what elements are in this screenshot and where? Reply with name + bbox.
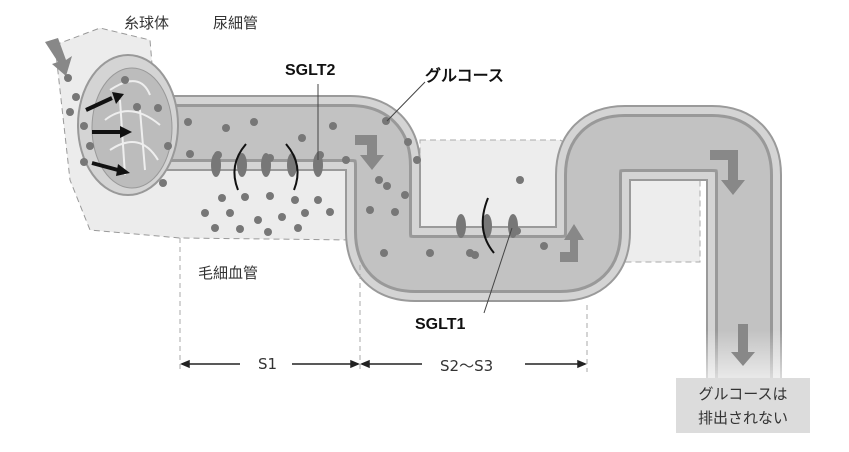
segment-s2-s3-label: S2〜S3 (440, 357, 494, 375)
glucose-dot (516, 176, 524, 184)
glucose-dot (186, 150, 194, 158)
glucose-dot (86, 142, 94, 150)
filtration-arrows (85, 92, 132, 176)
glucose-dot (184, 118, 192, 126)
glucose-dot (154, 104, 162, 112)
glucose-dot (342, 156, 350, 164)
glucose-dot (133, 103, 141, 111)
glucose-dot (314, 196, 322, 204)
glucose-dot (413, 156, 421, 164)
capillary-label: 毛細血管 (198, 264, 259, 282)
glucose-dot (222, 124, 230, 132)
transport-arrows (233, 143, 495, 254)
glucose-dot (366, 206, 374, 214)
glucose-dot (294, 224, 302, 232)
glucose-dot (214, 151, 222, 159)
glucose-dot (218, 194, 226, 202)
glucose-label: グルコース (425, 68, 504, 85)
glucose-dots (64, 74, 548, 259)
renal-tubule (140, 95, 782, 400)
glucose-dot (211, 224, 219, 232)
glucose-dot (404, 138, 412, 146)
glucose-leader-line (386, 81, 426, 122)
glucose-dot (80, 158, 88, 166)
not-excreted-line1: グルコースは (698, 385, 788, 403)
sglt1-leader-line (483, 227, 513, 314)
glucose-dot (266, 154, 274, 162)
glucose-dot (380, 249, 388, 257)
glucose-dot (375, 176, 383, 184)
glucose-dot (266, 192, 274, 200)
glucose-dot (278, 213, 286, 221)
not-excreted-line2: 排出されない (697, 409, 788, 427)
glucose-dot (64, 74, 72, 82)
glucose-dot (264, 228, 272, 236)
glucose-dot (426, 249, 434, 257)
glucose-dot (391, 208, 399, 216)
glucose-dot (401, 191, 409, 199)
segment-arrows (180, 359, 587, 369)
glucose-dot (164, 142, 172, 150)
glucose-dot (236, 225, 244, 233)
glucose-dot (121, 76, 129, 84)
glucose-dot (382, 117, 390, 125)
glucose-dot (241, 193, 249, 201)
glucose-dot (540, 242, 548, 250)
sglt1-label: SGLT1 (415, 316, 466, 333)
glomerulus (77, 54, 179, 196)
glucose-dot (326, 208, 334, 216)
glucose-dot (329, 122, 337, 130)
glucose-dot (226, 209, 234, 217)
glucose-dot (66, 108, 74, 116)
glucose-dot (298, 134, 306, 142)
glucose-dot (254, 216, 262, 224)
not-excreted-box: グルコースは 排出されない (676, 378, 810, 433)
flow-arrows (45, 38, 755, 366)
glucose-dot (250, 118, 258, 126)
glucose-dot (201, 209, 209, 217)
glucose-dot (291, 196, 299, 204)
glucose-dot (80, 122, 88, 130)
sglt2-transporters (211, 153, 323, 177)
glomerulus-label: 糸球体 (124, 14, 170, 32)
glucose-dot (159, 179, 167, 187)
glucose-dot (72, 93, 80, 101)
glucose-dot (301, 209, 309, 217)
segment-s1-label: S1 (258, 355, 278, 373)
sglt2-label: SGLT2 (285, 62, 336, 79)
renal-tubule-label: 尿細管 (213, 14, 259, 32)
segment-dividers (179, 238, 588, 372)
glucose-dot (471, 251, 479, 259)
glucose-dot (513, 227, 521, 235)
glucose-dot (316, 151, 324, 159)
glucose-dot (383, 182, 391, 190)
